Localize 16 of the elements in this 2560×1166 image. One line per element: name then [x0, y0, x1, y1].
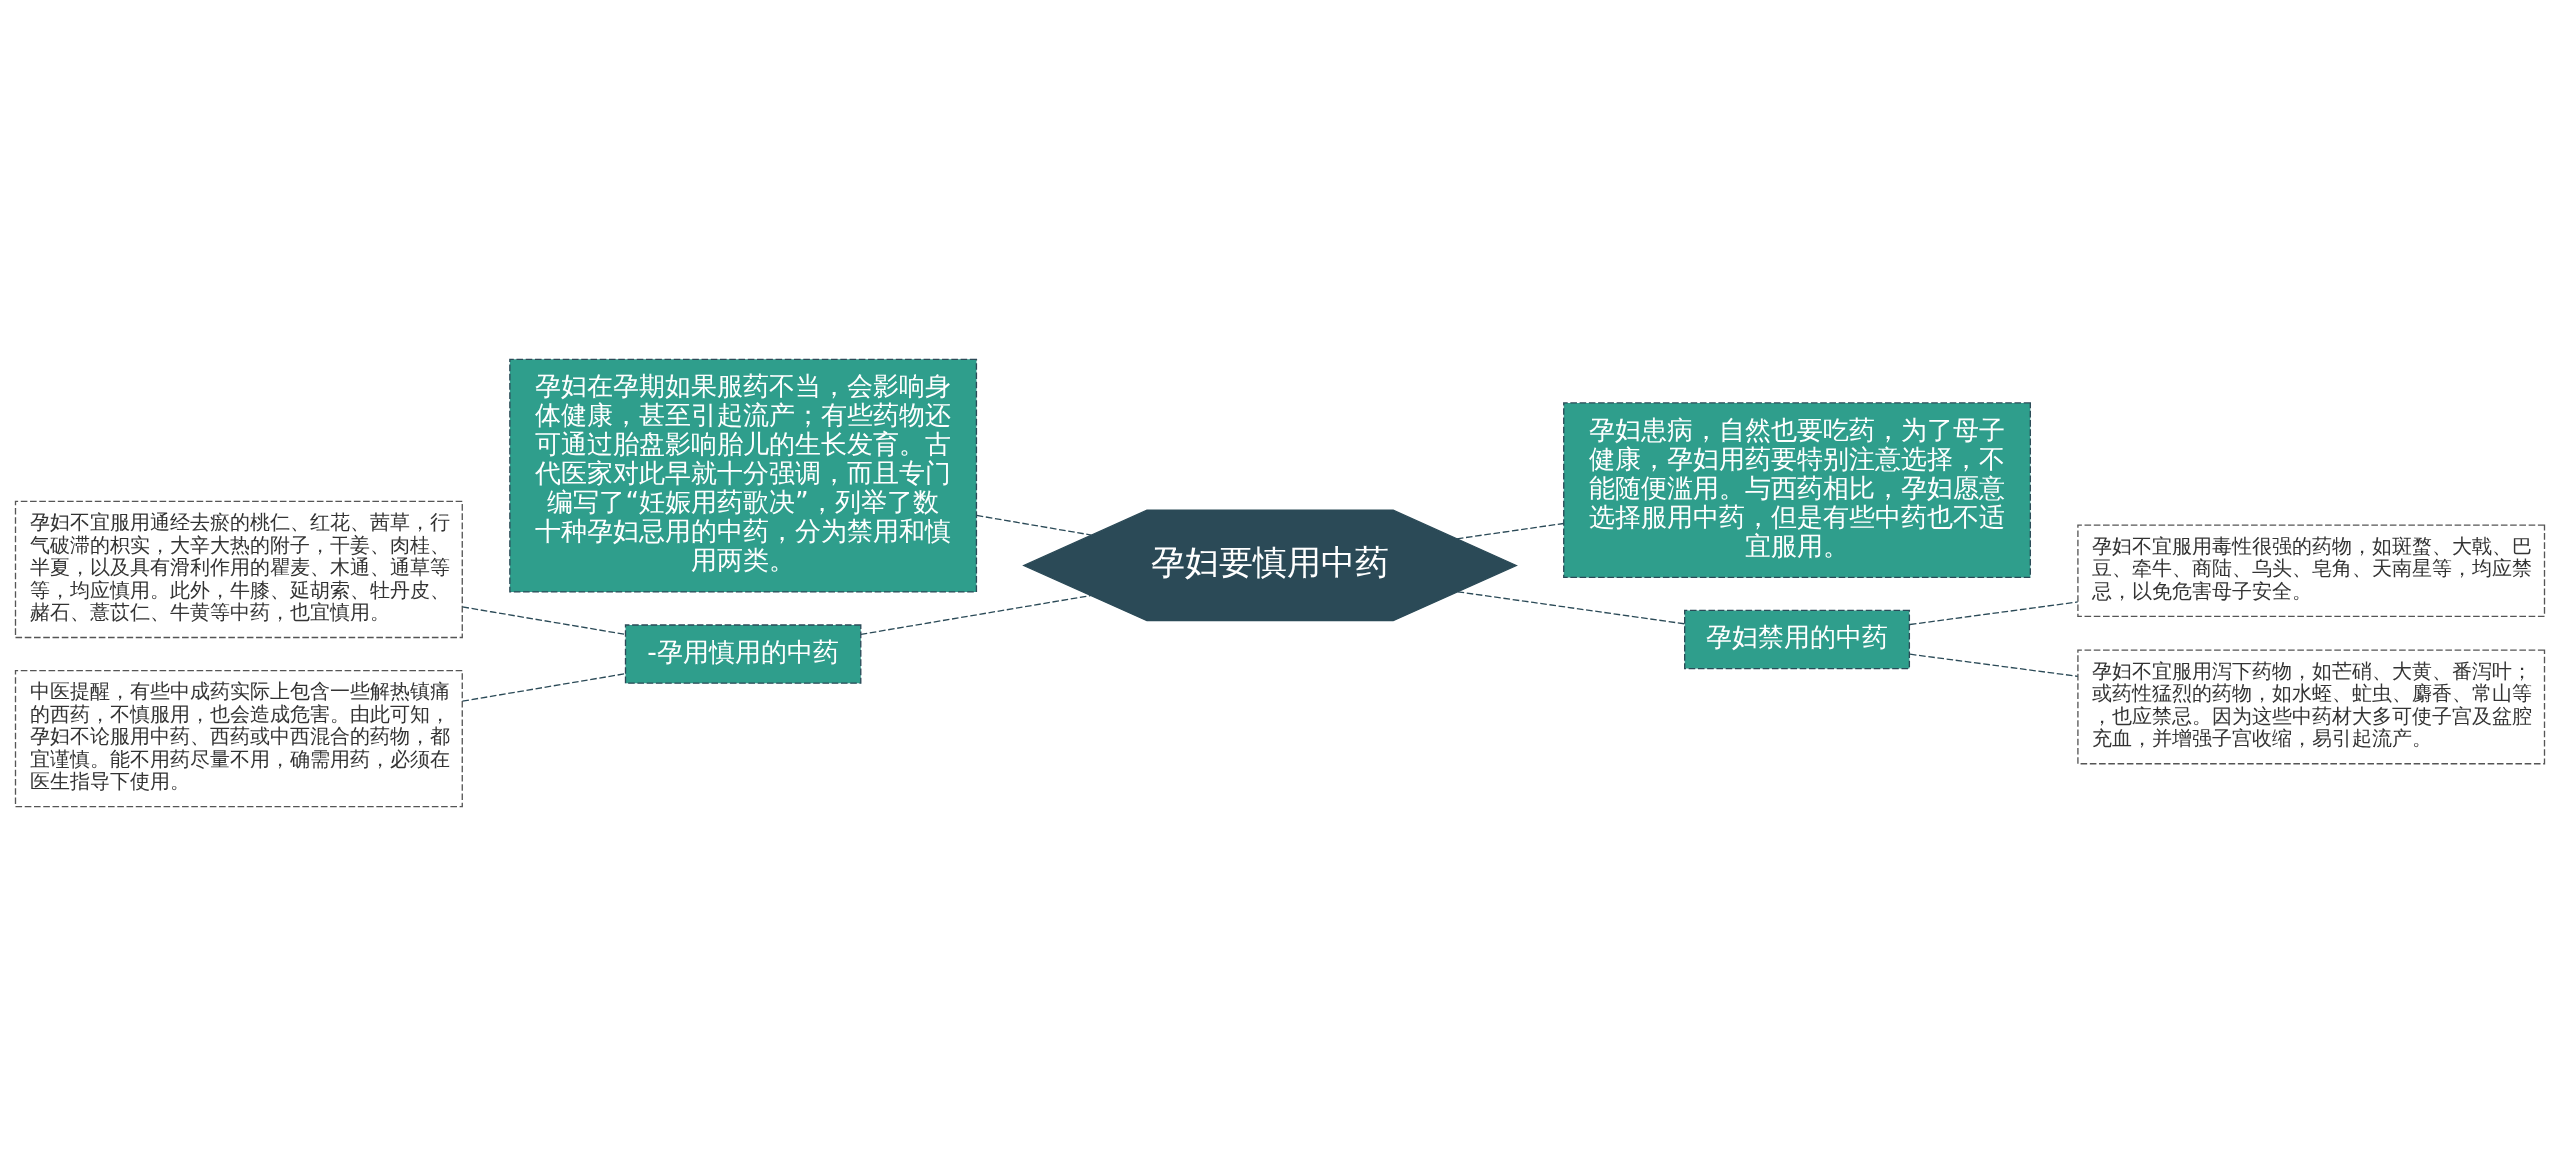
- connector: [860, 594, 1092, 636]
- connector: [1456, 522, 1565, 540]
- connector: [461, 606, 627, 636]
- node-box: 孕妇禁用的中药: [1684, 609, 1911, 670]
- node-box: 孕妇不宜服用泻下药物，如芒硝、大黄、番泻叶；或药性猛烈的药物，如水蛭、虻虫、麝香、常山等，也应禁忌。因为这些中药材大多可使子宫及盆腔充血，并增强子宫收缩，易引起流产。: [2077, 649, 2546, 765]
- node-box: 孕妇不宜服用通经去瘀的桃仁、红花、茜草，行气破滞的枳实，大辛大热的附子，干姜、肉桂、半夏，以及具有滑利作用的瞿麦、木通、通草等等，均应慎用。此外，牛膝、延胡索、牡丹皮、赭石、薏苡仁、牛黄等中药，也宜慎用。: [14, 500, 463, 639]
- connector: [461, 673, 627, 702]
- connector: [1909, 653, 2079, 677]
- node-box: 孕妇在孕期如果服药不当，会影响身体健康，甚至引起流产；有些药物还可通过胎盘影响胎儿的生长发育。古代医家对此早就十分强调，而且专门编写了“妊娠用药歌决”，列举了数十种孕妇忌用的中药，分为禁用和慎用两类。: [509, 358, 978, 593]
- connector: [976, 514, 1093, 536]
- node-box: -孕用慎用的中药: [624, 624, 862, 684]
- node-box: 孕妇患病，自然也要吃药，为了母子健康，孕妇用药要特别注意选择，不能随便滥用。与西药相比，孕妇愿意选择服用中药，但是有些中药也不适宜服用。: [1563, 402, 2031, 579]
- node-box: 孕妇不宜服用毒性很强的药物，如斑蝥、大戟、巴豆、牵牛、商陆、乌头、皂角、天南星等，均应禁忌，以免危害母子安全。: [2077, 524, 2546, 618]
- connector: [1457, 591, 1686, 625]
- node-box: 中医提醒，有些中成药实际上包含一些解热镇痛的西药，不慎服用，也会造成危害。由此可知，孕妇不论服用中药、西药或中西混合的药物，都宜谨慎。能不用药尽量不用，确需用药，必须在医生指导下使用。: [14, 669, 463, 808]
- connector: [1909, 601, 2079, 626]
